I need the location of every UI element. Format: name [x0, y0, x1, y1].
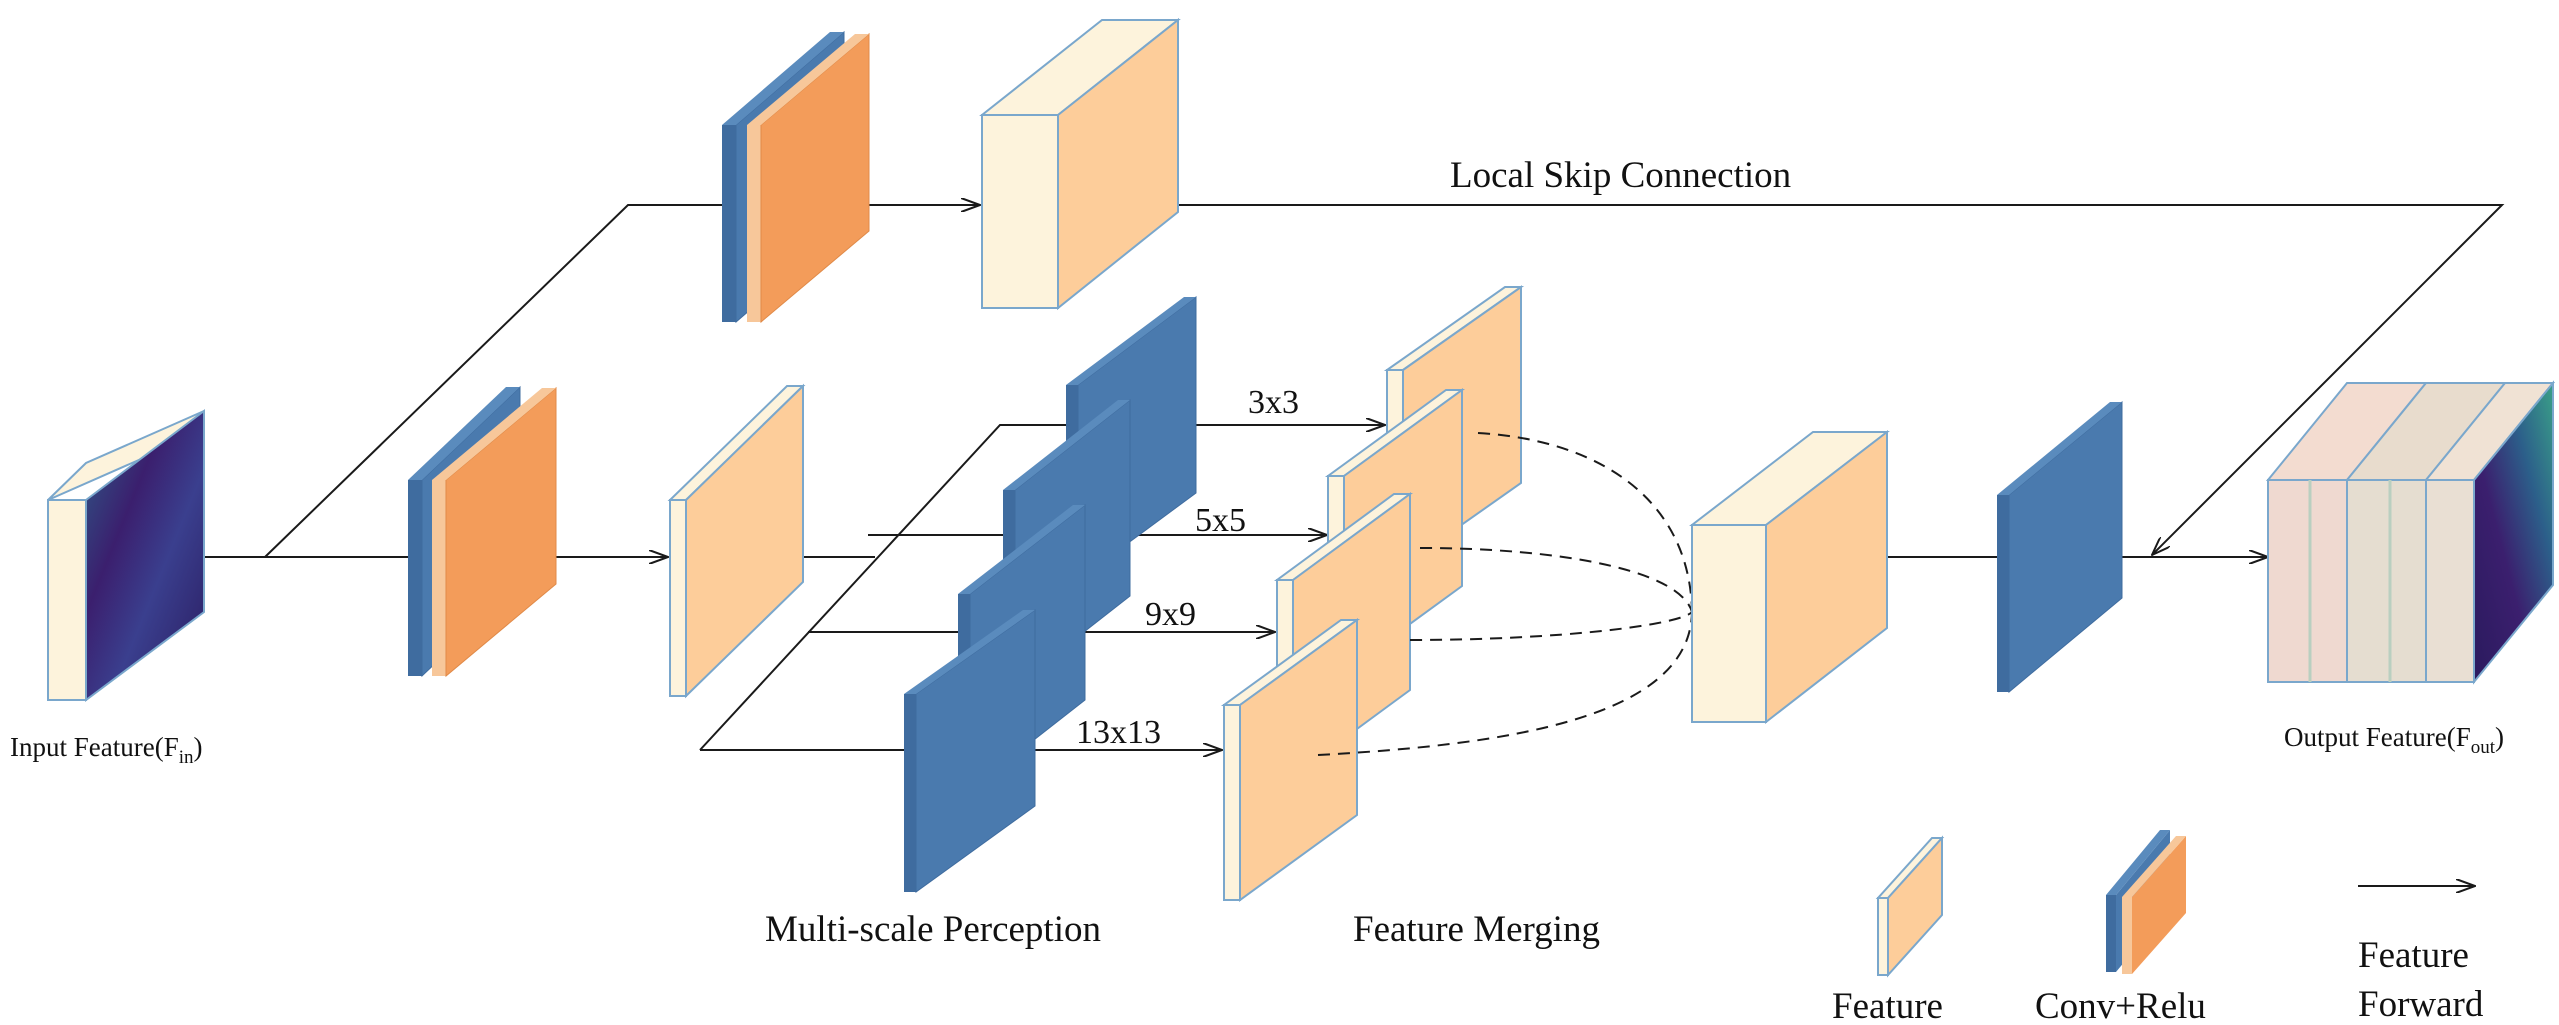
kernel-label-9x9: 9x9: [1145, 596, 1196, 633]
feature-merging-label: Feature Merging: [1353, 909, 1600, 950]
output-feature-label: Output Feature(Fout): [2284, 722, 2504, 758]
merge-curve-5x5: [1419, 547, 1693, 613]
multi-scale-conv-13x13: [904, 609, 1036, 893]
legend-forward-label-line1: Feature: [2358, 935, 2469, 976]
upper-branch-line: [264, 204, 722, 558]
merge-curve-3x3: [1477, 432, 1693, 613]
conv-relu-block-1: [408, 385, 557, 678]
merge-feature-13x13: [1220, 618, 1361, 902]
legend-forward-label-line2: Forward: [2358, 984, 2484, 1025]
kernel-label-3x3: 3x3: [1248, 384, 1299, 421]
multi-scale-perception-label: Multi-scale Perception: [765, 909, 1101, 950]
merge-curve-13x13: [1317, 611, 1693, 756]
conv-relu-block-top: [722, 30, 870, 324]
legend-feature-swatch: [1875, 835, 1945, 978]
kernel-label-5x5: 5x5: [1195, 502, 1246, 539]
feature-block-1: [667, 383, 806, 699]
output-feature-block: [2265, 380, 2556, 685]
input-feature-block: [47, 408, 205, 702]
kernel-label-13x13: 13x13: [1076, 714, 1161, 751]
legend: [1875, 830, 2475, 978]
input-feature-label: Input Feature(Fin): [10, 732, 203, 768]
local-skip-connection-label: Local Skip Connection: [1450, 155, 1791, 196]
merge-curve-9x9: [1409, 611, 1693, 641]
local-skip-connection-line: [1120, 204, 2505, 555]
legend-conv-relu-swatch: [2106, 830, 2186, 974]
merged-feature-block: [1689, 429, 1890, 725]
legend-feature-label: Feature: [1832, 986, 1943, 1025]
final-conv-block: [1997, 400, 2123, 694]
legend-conv-relu-label: Conv+Relu: [2035, 986, 2206, 1025]
branch-rail-3x3: [699, 424, 1070, 751]
skip-feature-block: [979, 17, 1181, 311]
merge-dashed-curves: [1317, 432, 1693, 756]
